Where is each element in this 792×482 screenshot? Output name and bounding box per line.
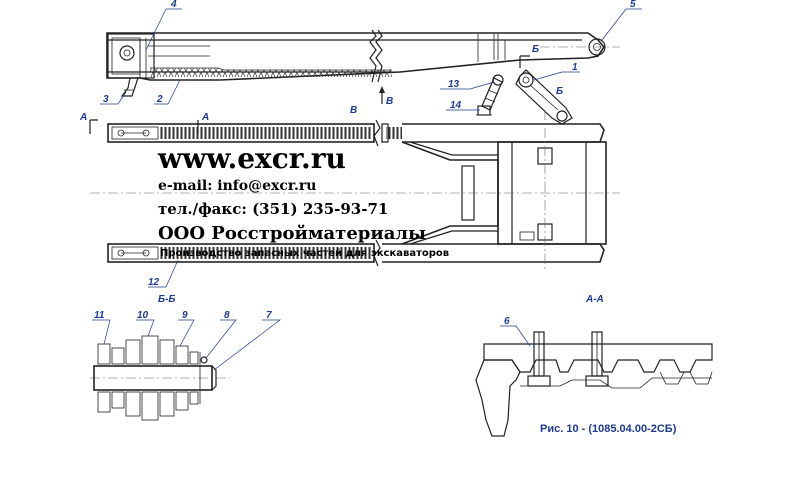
- callout-8: 8: [224, 310, 230, 321]
- callout-11: 11: [94, 310, 105, 321]
- figure-caption: Рис. 10 - (1085.04.00-2СБ): [540, 423, 677, 435]
- callout-labels: 1 2 3 4 5 6 7 8 9 10 11 12 13 14: [94, 0, 636, 327]
- watermark-site: www.excr.ru: [158, 142, 346, 175]
- side-view: [106, 29, 620, 125]
- callout-10: 10: [137, 310, 149, 321]
- callout-9: 9: [182, 310, 188, 321]
- callout-14: 14: [450, 100, 462, 111]
- plan-view: [89, 110, 620, 270]
- callout-7: 7: [266, 310, 272, 321]
- callout-1: 1: [572, 62, 578, 73]
- section-mark-b-lower: Б: [556, 86, 563, 97]
- section-mark-a-left: А: [79, 112, 87, 123]
- callout-4: 4: [170, 0, 177, 10]
- view-title-v: В: [350, 105, 357, 116]
- callout-12: 12: [148, 277, 160, 288]
- section-marks: А А Б Б В В Б-Б А-А: [79, 44, 604, 305]
- leader-lines: [92, 8, 642, 371]
- callout-13: 13: [448, 79, 460, 90]
- callout-3: 3: [103, 94, 109, 105]
- callout-6: 6: [504, 316, 510, 327]
- section-title-bb: Б-Б: [158, 294, 176, 305]
- callout-2: 2: [156, 94, 163, 105]
- section-mark-b-upper: Б: [532, 44, 539, 55]
- watermark-email: e-mail: info@excr.ru: [158, 178, 317, 194]
- section-bb: [90, 335, 230, 421]
- section-title-aa: А-А: [585, 294, 604, 305]
- section-mark-a-right: А: [201, 112, 209, 123]
- view-arrow-label-v: В: [386, 96, 393, 107]
- watermark-phone: тел./факс: (351) 235-93-71: [158, 200, 389, 218]
- watermark-tagline: Производство запасных частей для экскава…: [160, 248, 450, 259]
- watermark-company: ООО Росстройматериалы: [158, 223, 427, 244]
- callout-5: 5: [630, 0, 636, 10]
- section-aa: [475, 331, 713, 437]
